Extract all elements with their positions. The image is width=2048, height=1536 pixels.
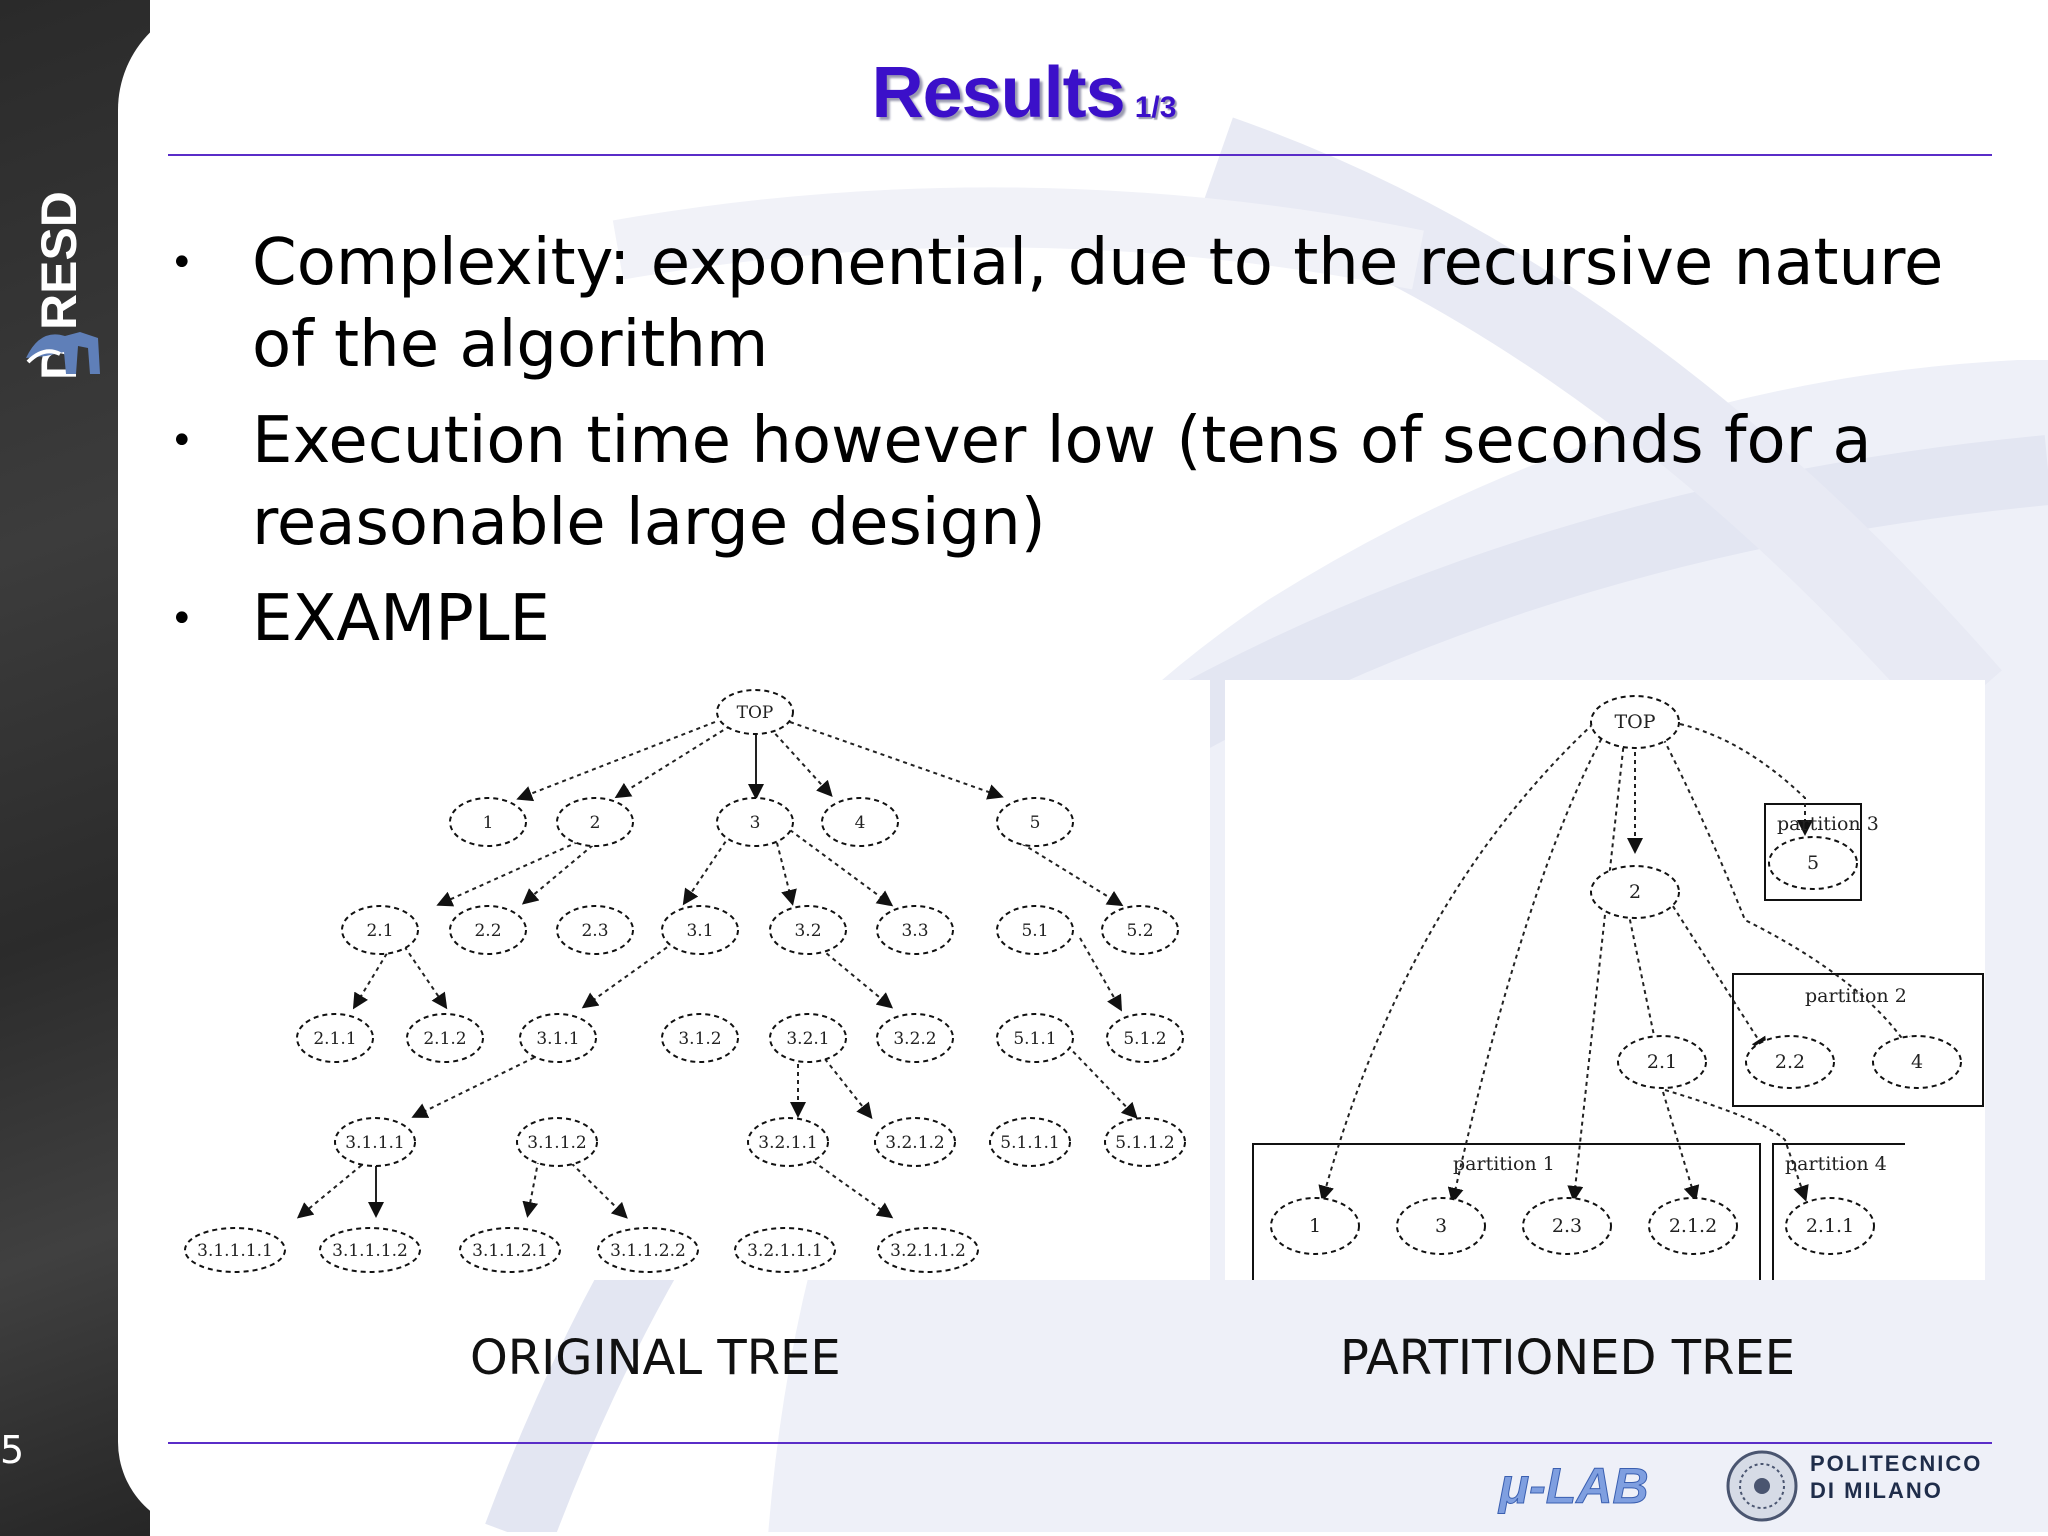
tree-node: 3.2.1.1.1 xyxy=(747,1241,823,1261)
tree-node: 2 xyxy=(590,813,601,833)
partition-label: partition 4 xyxy=(1785,1153,1887,1175)
partitioned-tree-diagram: TOP 2 5 2.1 2.2 4 1 3 2.3 2.1.2 2.1.1 pa… xyxy=(1225,680,1985,1280)
bullet-list: • Complexity: exponential, due to the rec… xyxy=(170,222,1970,674)
title-text: Results xyxy=(871,53,1126,133)
tree-node: 3.2.1.2 xyxy=(885,1133,944,1153)
bullet-item: • Execution time however low (tens of sec… xyxy=(170,400,1970,564)
tree-node: 2.1 xyxy=(366,921,393,941)
bullet-text: Complexity: exponential, due to the recu… xyxy=(252,226,1944,382)
mu-lab-logo: μ-LAB xyxy=(1497,1458,1650,1515)
dresd-emblem-icon xyxy=(26,332,100,374)
tree-node: 4 xyxy=(855,813,866,833)
tree-node: 5.1.1 xyxy=(1013,1029,1056,1049)
tree-node: 2.1.1 xyxy=(1806,1215,1854,1237)
bullet-text: EXAMPLE xyxy=(252,582,550,656)
footer-rule xyxy=(168,1442,1992,1444)
tree-node: 2.2 xyxy=(474,921,501,941)
title-page-indicator: 1/3 xyxy=(1134,91,1177,124)
tree-node: 3.1.1.1 xyxy=(345,1133,404,1153)
tree-node: 5.1.2 xyxy=(1123,1029,1166,1049)
tree-node: 4 xyxy=(1911,1051,1923,1073)
tree-node: 2.1.2 xyxy=(423,1029,466,1049)
bullet-item: • Complexity: exponential, due to the rec… xyxy=(170,222,1970,386)
tree-node: 3.1.1 xyxy=(536,1029,579,1049)
tree-node: 2 xyxy=(1629,881,1641,903)
tree-node: 2.3 xyxy=(1552,1215,1582,1237)
tree-node: 3.3 xyxy=(901,921,928,941)
tree-node: 1 xyxy=(483,813,494,833)
tree-node: 1 xyxy=(1309,1215,1321,1237)
tree-node: 3.1.2 xyxy=(678,1029,721,1049)
bullet-dot-icon: • xyxy=(170,240,194,286)
mu-lab-logo-text: μ-LAB xyxy=(1497,1458,1649,1514)
polimi-line-1: POLITECNICO xyxy=(1810,1451,1983,1476)
title-rule xyxy=(168,154,1992,156)
tree-node: 3.1.1.2.1 xyxy=(472,1241,548,1261)
tree-node: 5.2 xyxy=(1126,921,1153,941)
tree-node: 5.1.1.2 xyxy=(1115,1133,1174,1153)
tree-node: 3.1.1.1.2 xyxy=(332,1241,408,1261)
polimi-logo-text: POLITECNICO DI MILANO xyxy=(1810,1450,1982,1504)
tree-node-root: TOP xyxy=(1614,711,1655,733)
tree-node: 3.1.1.2.2 xyxy=(610,1241,686,1261)
tree-node: 2.1.2 xyxy=(1669,1215,1717,1237)
partition-label: partition 2 xyxy=(1805,985,1907,1007)
tree-node: 5 xyxy=(1807,852,1819,874)
bullet-dot-icon: • xyxy=(170,418,194,464)
tree-node: 3.2.2 xyxy=(893,1029,936,1049)
tree-node: 3.2 xyxy=(794,921,821,941)
tree-node: 2.1 xyxy=(1647,1051,1677,1073)
tree-node: 3.2.1.1 xyxy=(758,1133,817,1153)
page-number: 5 xyxy=(0,1428,25,1472)
tree-node: 3.1.1.2 xyxy=(527,1133,586,1153)
tree-node: 5 xyxy=(1030,813,1041,833)
tree-node: 3 xyxy=(1435,1215,1447,1237)
tree-node: 2.2 xyxy=(1775,1051,1805,1073)
original-tree-caption: ORIGINAL TREE xyxy=(470,1330,841,1386)
tree-node: 3 xyxy=(750,813,761,833)
tree-node: 5.1.1.1 xyxy=(1000,1133,1059,1153)
bullet-item: • EXAMPLE xyxy=(170,578,1970,660)
tree-node: 3.1.1.1.1 xyxy=(197,1241,273,1261)
tree-node: 3.2.1.1.2 xyxy=(890,1241,966,1261)
polimi-line-2: DI MILANO xyxy=(1810,1478,1943,1503)
partition-label: partition 1 xyxy=(1453,1153,1555,1175)
bullet-text: Execution time however low (tens of seco… xyxy=(252,404,1872,560)
tree-node: 2.1.1 xyxy=(313,1029,356,1049)
tree-node: 2.3 xyxy=(581,921,608,941)
partition-boxes xyxy=(1252,803,1984,1280)
bullet-dot-icon: • xyxy=(170,596,194,642)
partitioned-tree-caption: PARTITIONED TREE xyxy=(1340,1330,1796,1386)
tree-node: 3.1 xyxy=(686,921,713,941)
tree-node: 5.1 xyxy=(1021,921,1048,941)
tree-node: 3.2.1 xyxy=(786,1029,829,1049)
partition-label: partition 3 xyxy=(1777,813,1879,835)
tree-node-root: TOP xyxy=(737,703,774,723)
polimi-seal-icon xyxy=(1726,1450,1798,1522)
original-tree-diagram: TOP 1 2 3 4 5 2.1 2.2 2.3 3.1 3.2 3.3 5.… xyxy=(170,680,1210,1280)
